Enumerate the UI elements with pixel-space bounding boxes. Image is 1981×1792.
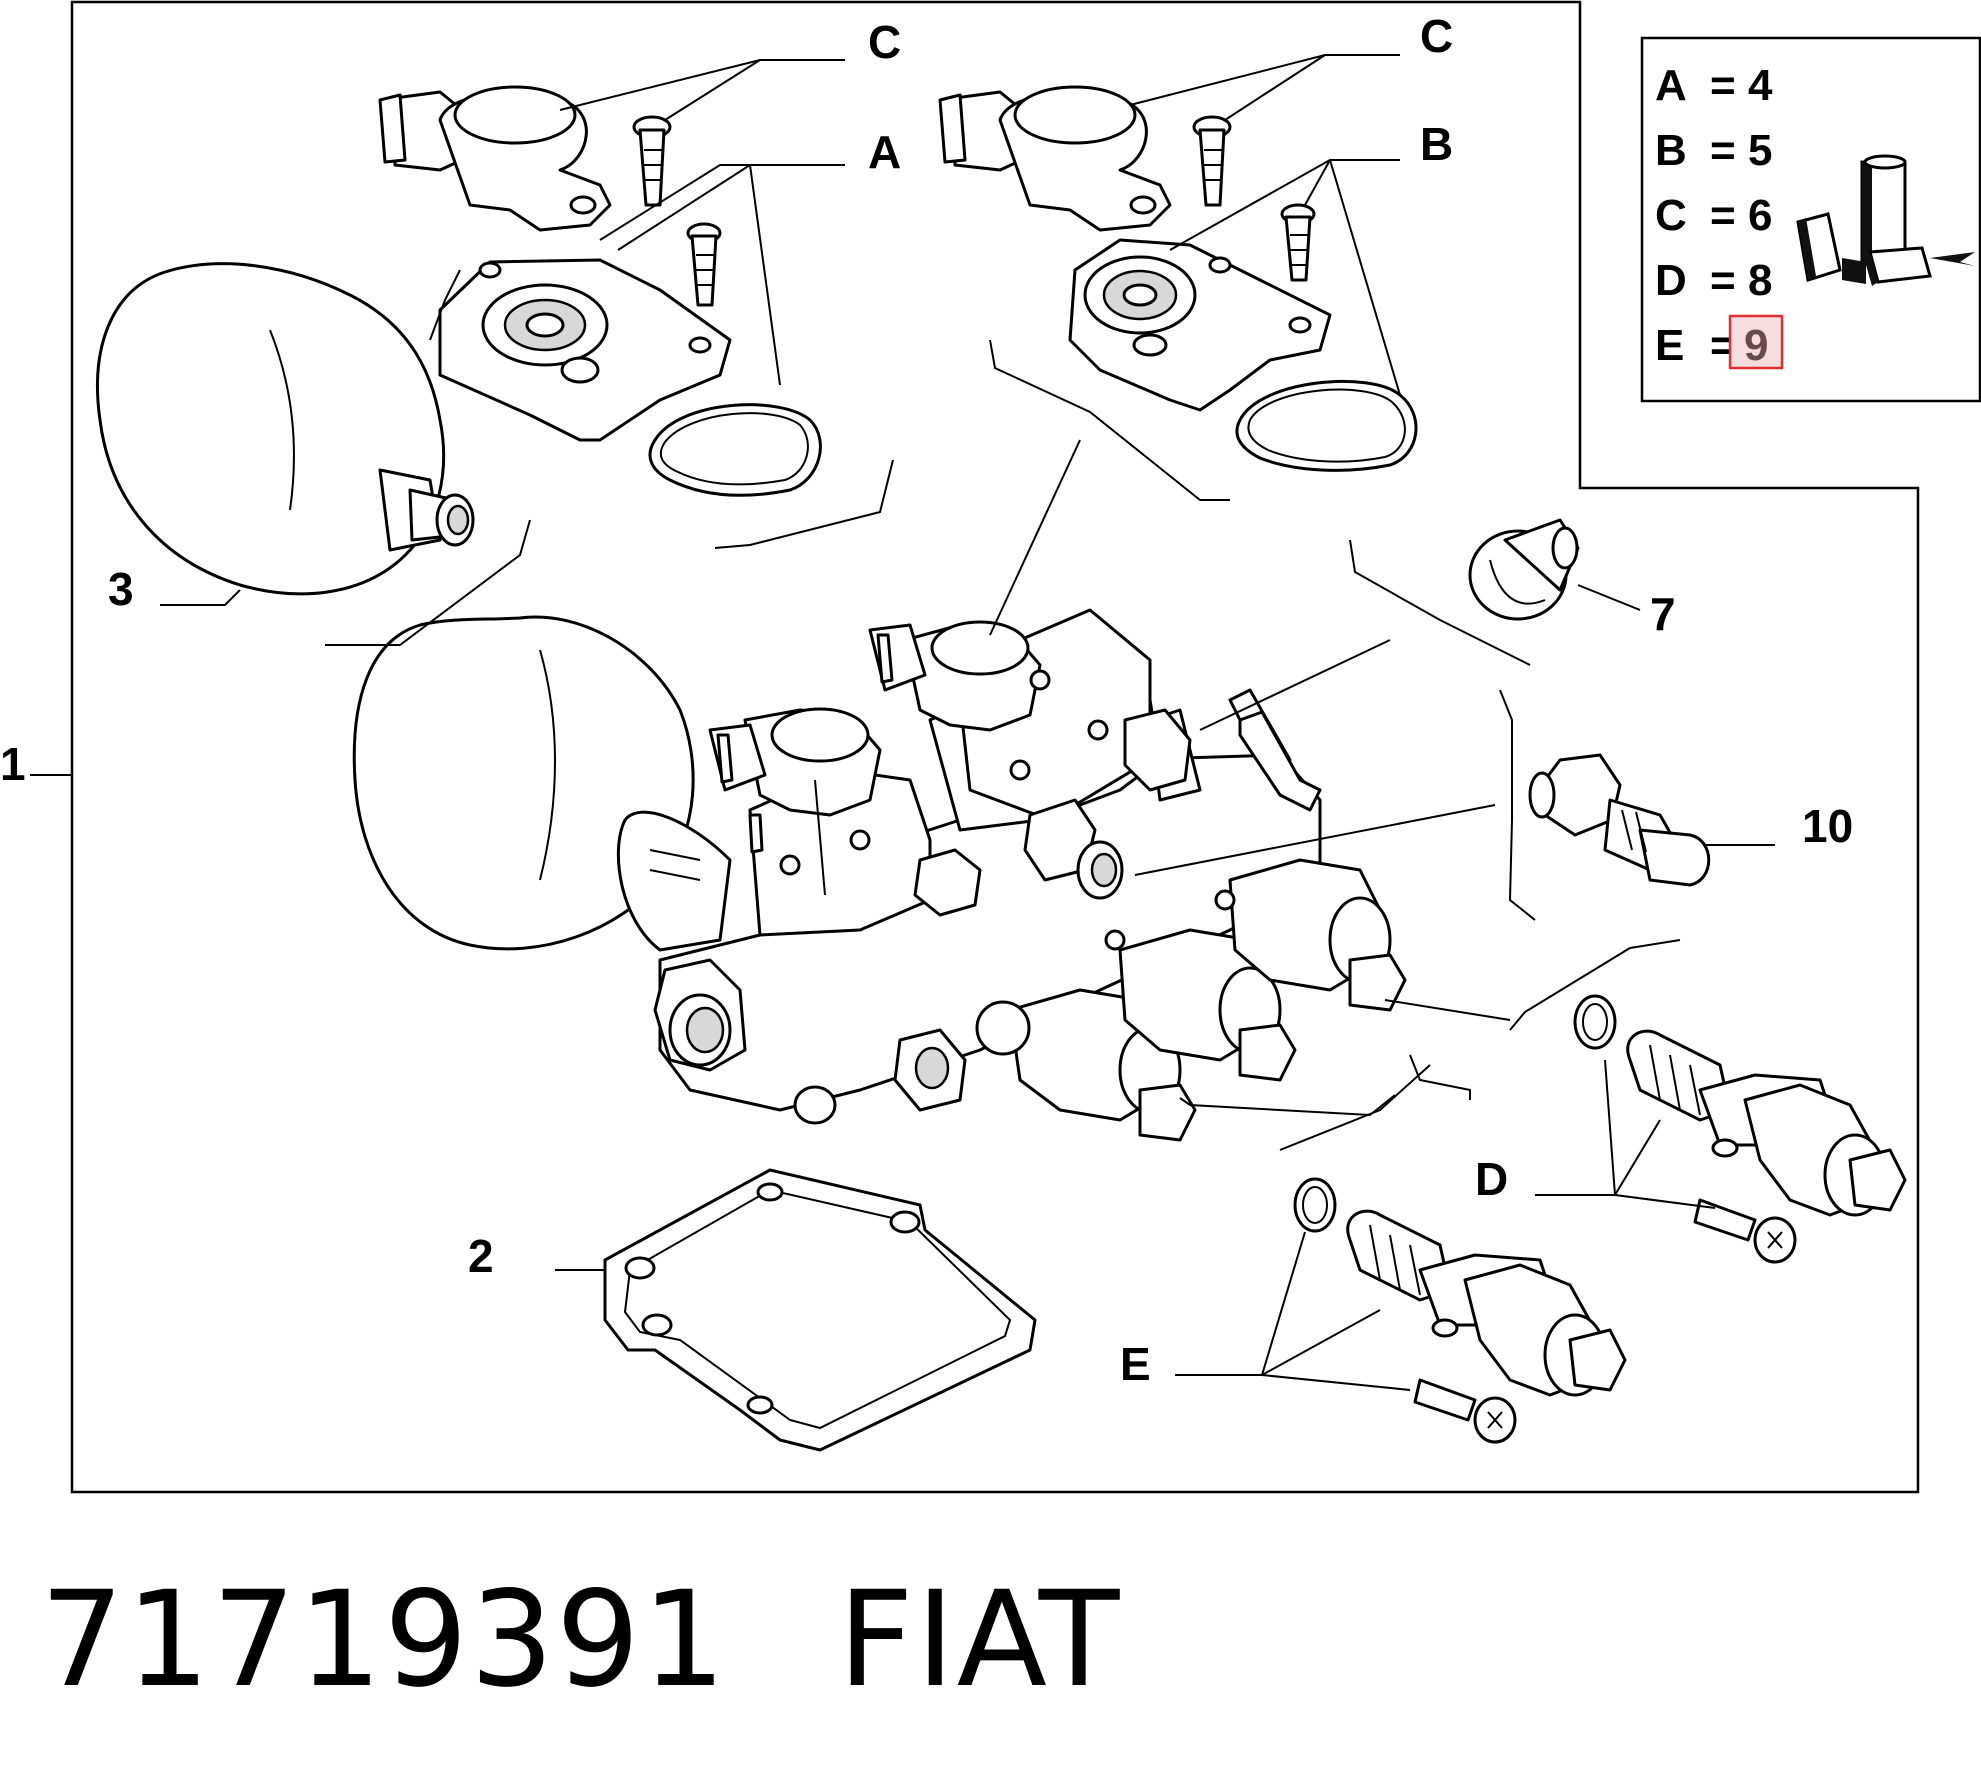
legend-key: D: [1655, 256, 1687, 305]
callout-b: B: [1420, 118, 1453, 170]
legend-row-a: A = 4: [1655, 61, 1773, 110]
callout-d: D: [1475, 1153, 1508, 1205]
screw-d: [1693, 1198, 1797, 1264]
callout-e: E: [1120, 1338, 1151, 1390]
gasket-2: [603, 1168, 1037, 1452]
legend-row-b: B = 5: [1655, 126, 1772, 175]
position-sensor-c-left: [378, 85, 612, 232]
legend-highlight-box: [1728, 314, 1784, 370]
legend-key: A: [1655, 61, 1687, 110]
legend-key: B: [1655, 126, 1687, 175]
callout-2: 2: [468, 1230, 494, 1282]
solenoid-valve-e: [1346, 1209, 1627, 1397]
legend-value-highlighted: 9: [1744, 321, 1768, 370]
brand-name: FIAT: [837, 1563, 1122, 1717]
screw-b: [1280, 203, 1316, 282]
seal-a: [648, 403, 822, 497]
footer: 71719391 FIAT: [40, 1560, 1121, 1720]
legend-key: C: [1655, 191, 1687, 240]
legend-eq: =: [1710, 191, 1736, 240]
callout-7: 7: [1650, 588, 1676, 640]
kit-package-icon: [1796, 154, 1975, 286]
legend-value: 8: [1748, 256, 1772, 305]
solenoid-valve-d: [1626, 1029, 1907, 1217]
legend-value: 5: [1748, 126, 1772, 175]
diagram-frame: [70, 0, 1920, 1494]
legend-value: 6: [1748, 191, 1772, 240]
o-ring-d: [1573, 994, 1617, 1050]
screw-e: [1413, 1378, 1517, 1444]
legend-row-d: D = 8: [1655, 256, 1772, 305]
callout-1: 1: [0, 738, 26, 790]
accumulator-sphere-exploded: [96, 262, 475, 596]
rubber-cap-7: [1468, 518, 1580, 621]
position-sensor-c-right: [938, 85, 1172, 232]
exploded-view-brackets: [325, 339, 1681, 1151]
sensor-plate-b: [1068, 238, 1332, 412]
legend-eq: =: [1710, 126, 1736, 175]
screw-c-right: [1192, 115, 1232, 207]
callout-10: 10: [1802, 800, 1853, 852]
legend-eq: =: [1710, 256, 1736, 305]
callout-a: A: [868, 126, 901, 178]
screw-c-left: [632, 115, 672, 207]
callout-c-right: C: [1420, 10, 1453, 62]
legend-row-c: C = 6: [1655, 191, 1772, 240]
accumulator-sphere-mounted: [352, 615, 732, 952]
valve-block-assembly: [653, 608, 1407, 1142]
part-number: 71719391: [40, 1563, 728, 1717]
seal-b: [1235, 379, 1418, 472]
o-ring-e: [1293, 1177, 1337, 1233]
legend-box: A = 4 B = 5 C = 6 D = 8 E = 9: [1640, 36, 1981, 403]
callout-c-left: C: [868, 16, 901, 68]
pressure-sensor-10: [1528, 753, 1711, 887]
callout-3: 3: [108, 563, 134, 615]
sensor-plate-a: [438, 258, 732, 442]
legend-eq: =: [1710, 61, 1736, 110]
legend-row-e: E = 9: [1655, 314, 1784, 370]
leader-lines: [30, 54, 1775, 1391]
legend-value: 4: [1748, 61, 1773, 110]
legend-key: E: [1655, 321, 1684, 370]
screw-a: [686, 222, 722, 307]
